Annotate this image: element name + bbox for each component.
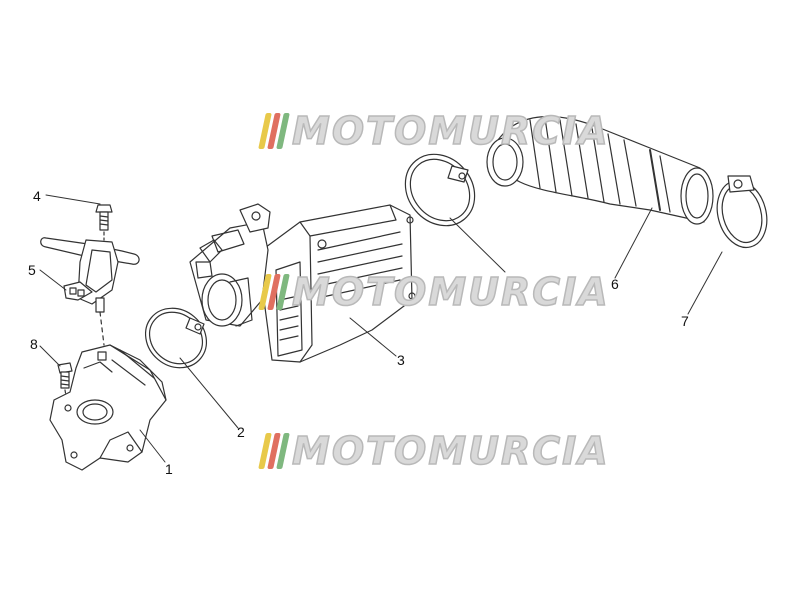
callout-7: 7 — [681, 313, 689, 329]
part-3-throttle-body — [189, 203, 416, 363]
callout-4: 4 — [33, 188, 41, 204]
watermark-top: MOTOMURCIA — [258, 109, 610, 153]
watermark-text: MOTOMURCIA — [291, 429, 610, 473]
callout-3: 3 — [397, 352, 405, 368]
part-4-bolt — [95, 204, 113, 241]
callout-1: 1 — [165, 461, 173, 477]
callout-8: 8 — [30, 336, 38, 352]
watermark-text: MOTOMURCIA — [291, 270, 610, 314]
watermark-bottom: MOTOMURCIA — [258, 429, 610, 473]
watermark-stripes — [258, 274, 290, 310]
watermark-stripes — [258, 433, 290, 469]
part-5-injector — [40, 237, 140, 346]
callout-5: 5 — [28, 262, 36, 278]
watermark-stripes — [258, 113, 290, 149]
clamp-large — [404, 153, 476, 227]
callout-6: 6 — [611, 276, 619, 292]
part-6-intake-hose — [486, 115, 714, 225]
part-7-hose-clamp — [716, 175, 768, 249]
leader-lines — [39, 194, 723, 463]
part-1-manifold — [49, 344, 167, 471]
callout-2: 2 — [237, 424, 245, 440]
watermark-text: MOTOMURCIA — [291, 109, 610, 153]
part-2-clamp — [144, 307, 208, 369]
watermark-middle: MOTOMURCIA — [258, 270, 610, 314]
